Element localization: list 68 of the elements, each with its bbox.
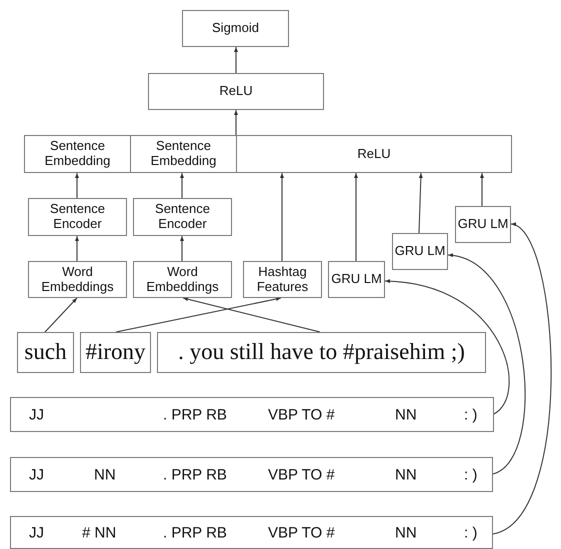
arrow bbox=[182, 297, 320, 332]
layer-box bbox=[130, 135, 237, 173]
layer-box bbox=[182, 10, 289, 47]
tag-text: JJ bbox=[29, 466, 44, 484]
layer-box bbox=[328, 261, 385, 298]
layer-label: Sentence Embedding bbox=[44, 139, 112, 169]
layer-box bbox=[24, 135, 131, 173]
arrow bbox=[44, 298, 78, 332]
arrow bbox=[75, 236, 79, 262]
tag-text: . PRP RB bbox=[163, 466, 227, 484]
tag-text: : ) bbox=[464, 406, 478, 424]
layer-box bbox=[133, 261, 232, 298]
layer-box bbox=[455, 206, 511, 243]
layer-label: GRU LM bbox=[394, 244, 446, 259]
token-box bbox=[80, 332, 151, 373]
layer-label: Sigmoid bbox=[212, 21, 259, 36]
arrow bbox=[180, 236, 184, 262]
token-text: . you still have to #praisehim ;) bbox=[178, 339, 465, 366]
arrow bbox=[116, 297, 282, 332]
tag-text: NN bbox=[395, 466, 417, 484]
tag-text: JJ bbox=[29, 524, 44, 542]
arrow bbox=[492, 224, 552, 534]
arrow bbox=[280, 172, 284, 262]
tag-text: # NN bbox=[82, 524, 116, 542]
layer-box bbox=[28, 261, 127, 298]
token-text: #irony bbox=[85, 339, 146, 366]
arrow bbox=[234, 110, 238, 136]
layer-label: ReLU bbox=[357, 146, 391, 162]
token-box bbox=[17, 332, 74, 373]
layer-box bbox=[392, 233, 448, 270]
layer-box bbox=[133, 198, 232, 236]
tag-text: NN bbox=[395, 524, 417, 542]
layer-box bbox=[236, 135, 512, 173]
tag-sequence-box bbox=[10, 457, 493, 492]
tag-text: VBP TO # bbox=[268, 406, 335, 424]
arrow bbox=[480, 172, 484, 206]
tag-sequence-box bbox=[10, 397, 494, 432]
layer-label: ReLU bbox=[219, 84, 253, 99]
arrow bbox=[234, 46, 238, 74]
tag-text: VBP TO # bbox=[268, 524, 335, 542]
tag-text: : ) bbox=[464, 524, 478, 542]
tag-text: JJ bbox=[29, 406, 44, 424]
layer-label: Sentence Embedding bbox=[150, 139, 218, 169]
tag-text: NN bbox=[94, 466, 116, 484]
tag-text: . PRP RB bbox=[163, 524, 227, 542]
layer-label: Sentence Encoder bbox=[49, 202, 106, 232]
layer-label: GRU LM bbox=[458, 217, 508, 232]
layer-label: Hashtag Features bbox=[256, 264, 310, 294]
token-box bbox=[157, 332, 486, 373]
tag-sequence-box bbox=[10, 516, 493, 549]
arrow bbox=[418, 172, 423, 234]
layer-label: Sentence Encoder bbox=[154, 202, 211, 232]
arrow bbox=[75, 172, 79, 198]
arrow bbox=[384, 279, 510, 414]
layer-label: Word Embeddings bbox=[145, 264, 220, 294]
tag-text: . PRP RB bbox=[163, 406, 227, 424]
tag-text: VBP TO # bbox=[268, 466, 335, 484]
layer-label: GRU LM bbox=[331, 272, 382, 287]
tag-text: : ) bbox=[464, 466, 478, 484]
layer-box bbox=[148, 73, 324, 110]
arrow bbox=[448, 254, 526, 474]
tag-text: NN bbox=[395, 406, 417, 424]
layer-box bbox=[243, 261, 322, 298]
layer-label: Word Embeddings bbox=[40, 264, 115, 294]
arrow bbox=[354, 172, 358, 262]
token-text: such bbox=[24, 339, 67, 366]
arrow bbox=[180, 172, 184, 198]
layer-box bbox=[28, 198, 127, 236]
